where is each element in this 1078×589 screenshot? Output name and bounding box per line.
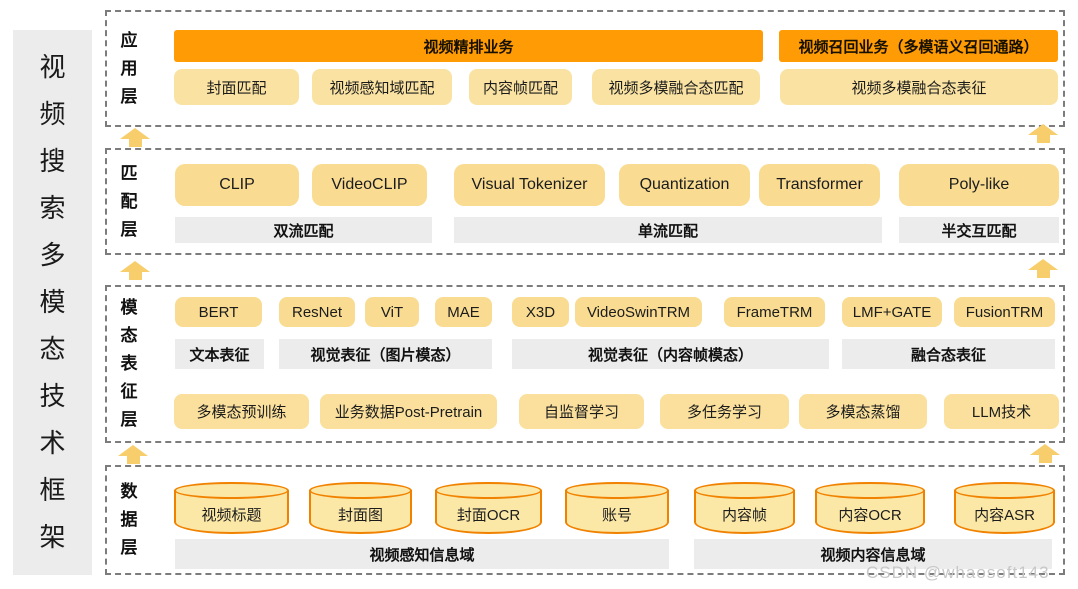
layer-modality-representation-label: 模态表征层 <box>120 298 138 429</box>
bar-video-content-domain: 视频内容信息域 <box>694 539 1052 569</box>
chip-lmf-gate: LMF+GATE <box>842 297 942 327</box>
layer-matching: 匹配层 CLIP VideoCLIP Visual Tokenizer Quan… <box>105 148 1065 255</box>
chip-transformer: Transformer <box>759 164 880 206</box>
header-video-ranking: 视频精排业务 <box>174 30 763 62</box>
up-arrow-icon <box>120 128 150 147</box>
chip-content-frame-match: 内容帧匹配 <box>469 69 572 105</box>
chip-multimodal-distillation: 多模态蒸馏 <box>799 394 927 429</box>
layer-modality-representation: 模态表征层 BERT ResNet ViT MAE X3D VideoSwinT… <box>105 285 1065 443</box>
chip-llm-technology: LLM技术 <box>944 394 1059 429</box>
chip-mae: MAE <box>435 297 492 327</box>
chip-x3d: X3D <box>512 297 569 327</box>
up-arrow-icon <box>120 261 150 280</box>
cylinder-content-ocr: 内容OCR <box>815 482 925 534</box>
cylinder-content-asr: 内容ASR <box>954 482 1055 534</box>
header-video-recall: 视频召回业务（多模语义召回通路） <box>779 30 1058 62</box>
database-icon <box>174 482 289 499</box>
bar-semi-interactive-match: 半交互匹配 <box>899 217 1059 243</box>
chip-resnet: ResNet <box>279 297 355 327</box>
diagram-title-bar: 视频搜索多模态技术框架 <box>13 30 92 575</box>
layer-application-label: 应用层 <box>120 30 138 106</box>
database-icon <box>694 482 795 499</box>
cylinder-cover-image: 封面图 <box>309 482 412 534</box>
chip-multimodal-fusion-match: 视频多模融合态匹配 <box>592 69 760 105</box>
bar-video-perception-domain: 视频感知信息域 <box>175 539 669 569</box>
cylinder-video-title: 视频标题 <box>174 482 289 534</box>
chip-self-supervised: 自监督学习 <box>519 394 644 429</box>
layer-data-label: 数据层 <box>120 482 138 557</box>
chip-quantization: Quantization <box>619 164 750 206</box>
layer-application: 应用层 视频精排业务 视频召回业务（多模语义召回通路） 封面匹配 视频感知域匹配… <box>105 10 1065 127</box>
chip-multitask-learning: 多任务学习 <box>660 394 789 429</box>
chip-frametrm: FrameTRM <box>724 297 825 327</box>
layer-matching-label: 匹配层 <box>120 163 138 239</box>
up-arrow-icon <box>118 445 148 464</box>
chip-multimodal-fusion-representation: 视频多模融合态表征 <box>780 69 1058 105</box>
watermark: CSDN @whaosoft143 <box>866 563 1050 582</box>
database-icon <box>435 482 542 499</box>
chip-clip: CLIP <box>175 164 299 206</box>
database-icon <box>309 482 412 499</box>
chip-visual-tokenizer: Visual Tokenizer <box>454 164 605 206</box>
chip-perception-domain-match: 视频感知域匹配 <box>312 69 452 105</box>
chip-poly-like: Poly-like <box>899 164 1059 206</box>
diagram-title: 视频搜索多模态技术框架 <box>39 52 66 552</box>
chip-post-pretrain: 业务数据Post-Pretrain <box>320 394 497 429</box>
database-icon <box>815 482 925 499</box>
up-arrow-icon <box>1030 444 1060 463</box>
cylinder-content-frame: 内容帧 <box>694 482 795 534</box>
chip-bert: BERT <box>175 297 262 327</box>
database-icon <box>565 482 669 499</box>
cylinder-cover-ocr: 封面OCR <box>435 482 542 534</box>
chip-videoclip: VideoCLIP <box>312 164 427 206</box>
database-icon <box>954 482 1055 499</box>
bar-visual-representation-frame: 视觉表征（内容帧模态） <box>512 339 829 369</box>
cylinder-account: 账号 <box>565 482 669 534</box>
up-arrow-icon <box>1028 124 1058 143</box>
bar-dual-stream-match: 双流匹配 <box>175 217 432 243</box>
bar-single-stream-match: 单流匹配 <box>454 217 882 243</box>
chip-fusiontrm: FusionTRM <box>954 297 1055 327</box>
up-arrow-icon <box>1028 259 1058 278</box>
chip-cover-match: 封面匹配 <box>174 69 299 105</box>
bar-visual-representation-image: 视觉表征（图片模态） <box>279 339 492 369</box>
layer-data: 数据层 视频标题 封面图 封面OCR 账号 内容帧 内容OCR 内容ASR <box>105 465 1065 575</box>
chip-multimodal-pretrain: 多模态预训练 <box>174 394 309 429</box>
chip-vit: ViT <box>365 297 419 327</box>
bar-fusion-representation: 融合态表征 <box>842 339 1055 369</box>
chip-videoswintrm: VideoSwinTRM <box>575 297 702 327</box>
bar-text-representation: 文本表征 <box>175 339 264 369</box>
